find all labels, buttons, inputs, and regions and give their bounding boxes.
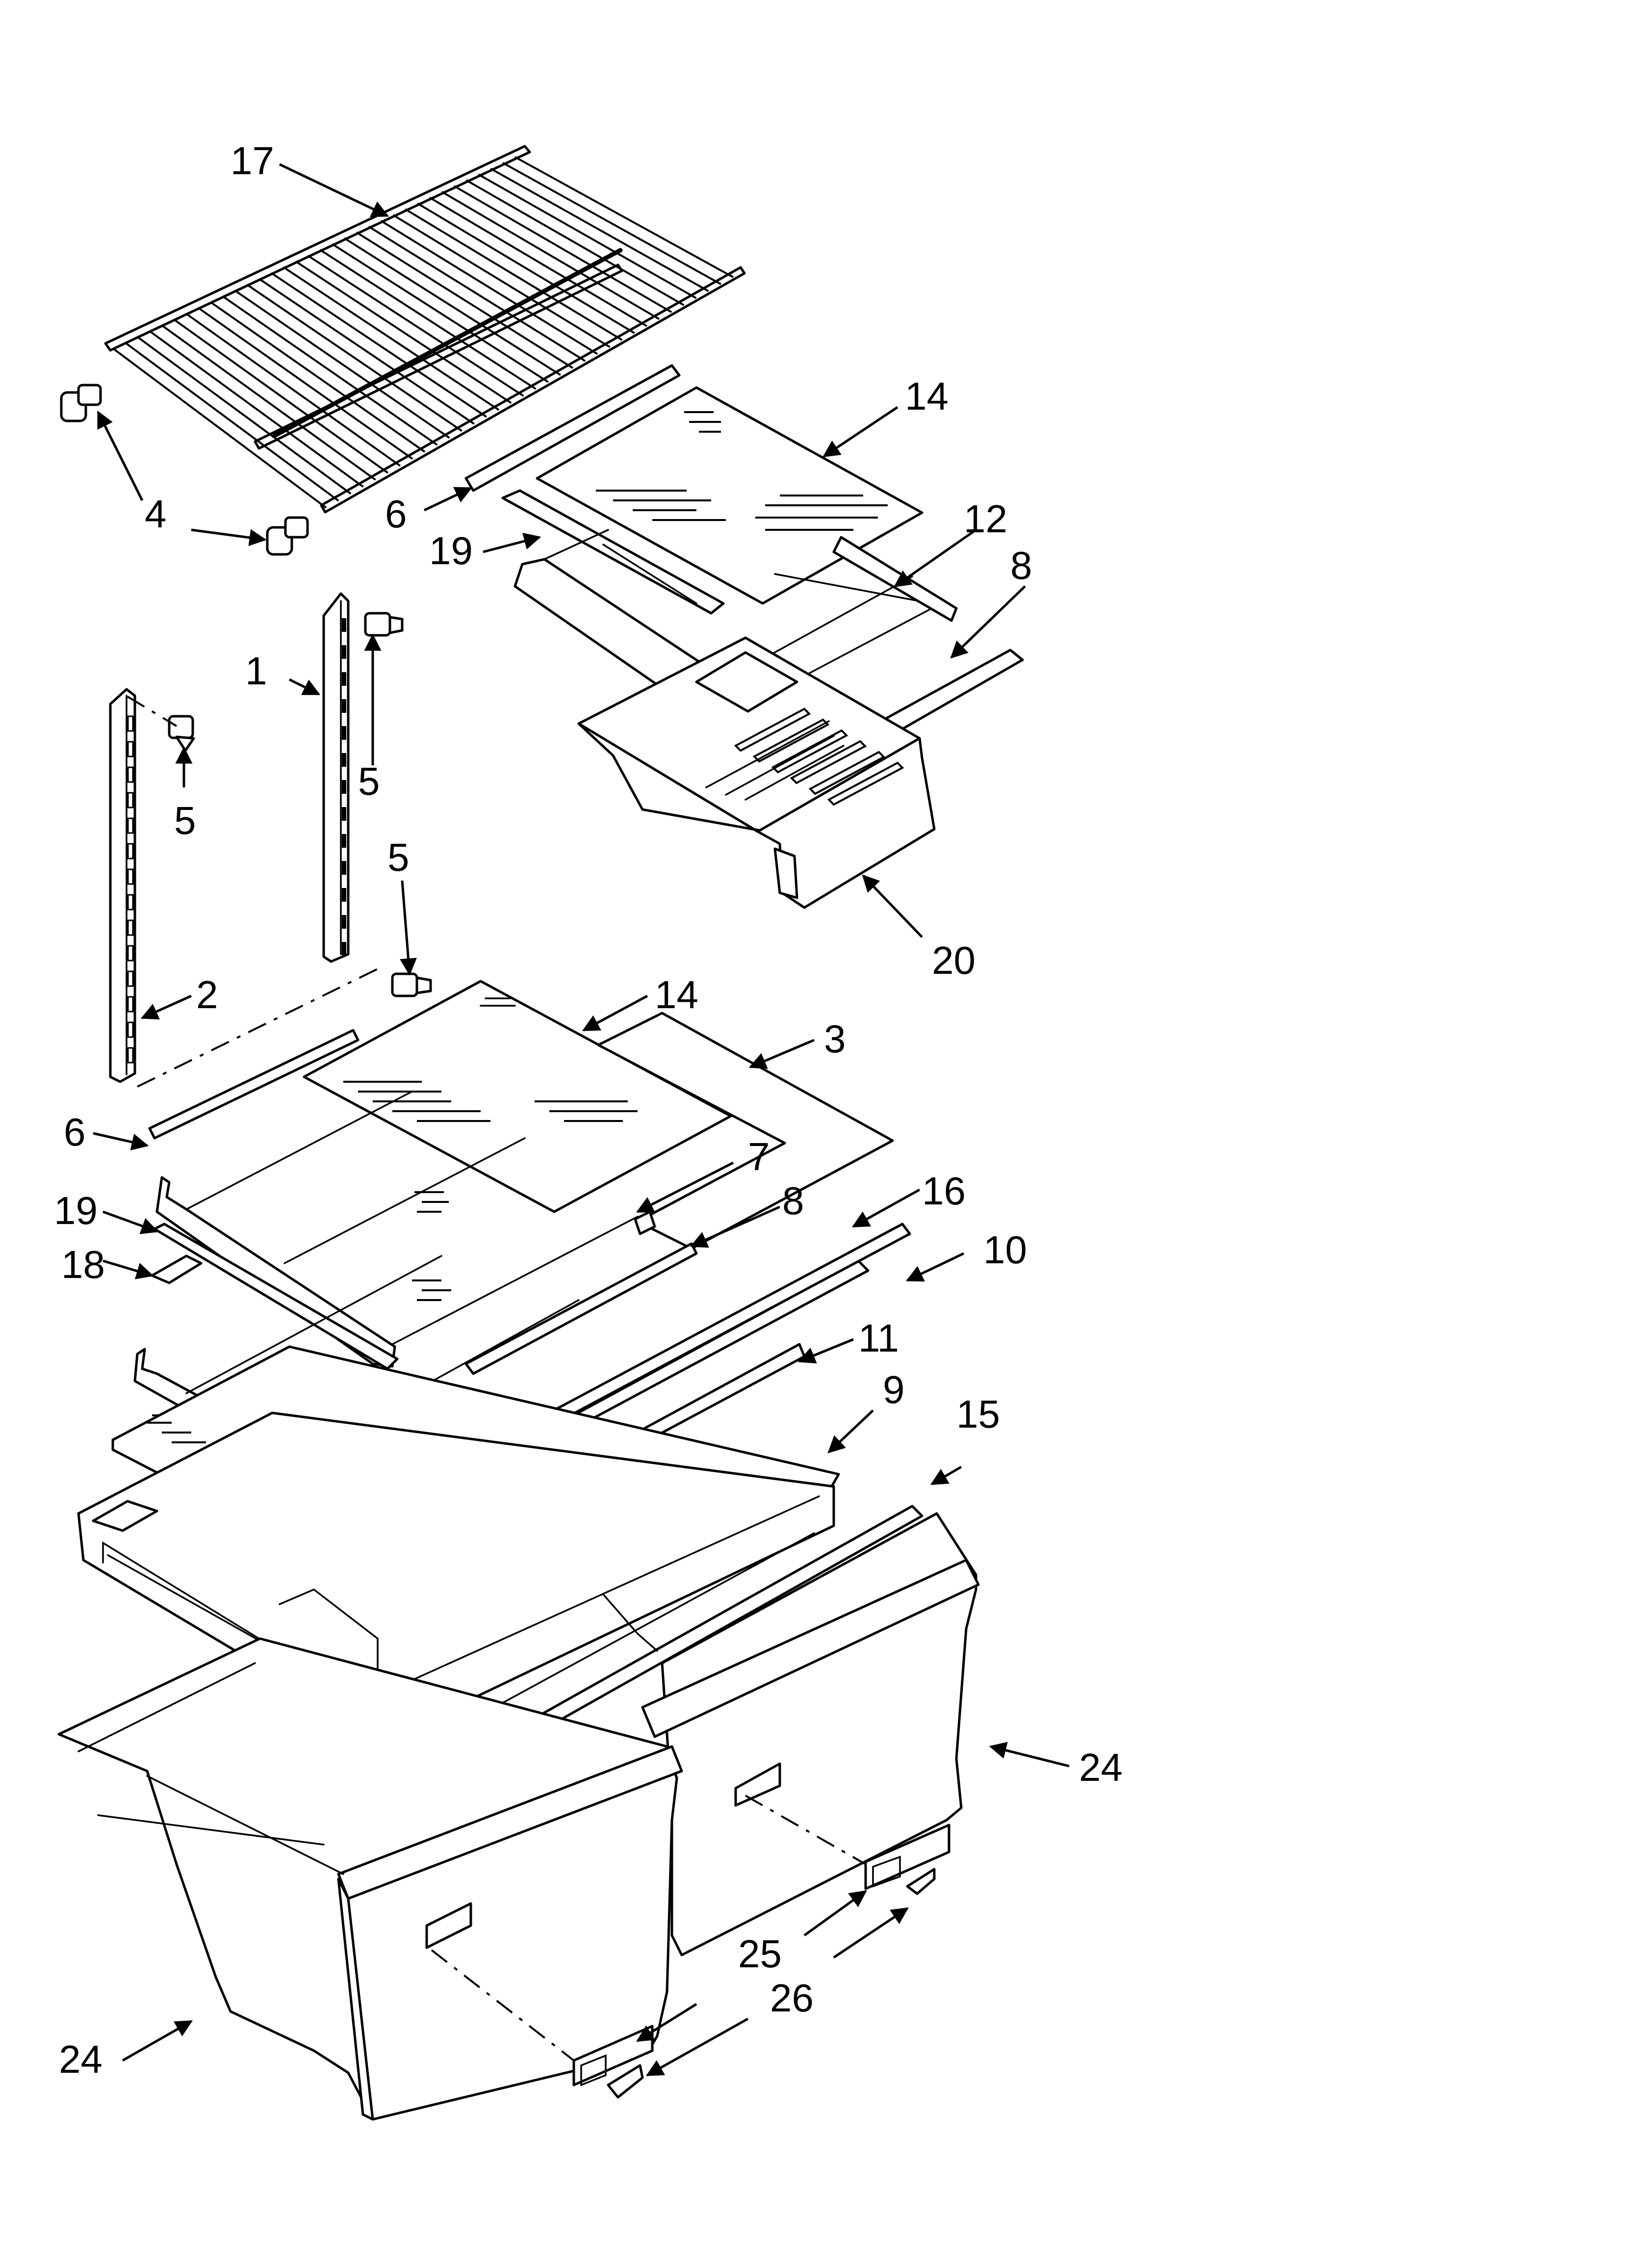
lower-shelf-frame bbox=[148, 1029, 698, 1375]
callout-10: 10 bbox=[983, 1228, 1027, 1272]
callout-7: 7 bbox=[748, 1135, 770, 1178]
callout-5-b: 5 bbox=[174, 799, 196, 842]
crisper-drawer-right bbox=[641, 1512, 980, 1956]
callout-5-c: 5 bbox=[387, 835, 410, 879]
crisper-drawer-left bbox=[57, 1637, 683, 2121]
screw-2 bbox=[168, 715, 195, 752]
callout-16: 16 bbox=[922, 1169, 966, 1213]
wire-shelf bbox=[104, 145, 746, 514]
callout-14-upper: 14 bbox=[905, 374, 949, 418]
leader-lines bbox=[93, 163, 1070, 2077]
shelf-ladder-left bbox=[109, 688, 136, 1083]
clip-left bbox=[607, 2064, 644, 2099]
callout-3: 3 bbox=[824, 1017, 846, 1061]
shelf-bumper-lower bbox=[266, 516, 309, 556]
upper-front-trim bbox=[464, 364, 681, 492]
callout-6-upper: 6 bbox=[385, 492, 407, 536]
callout-8-lower: 8 bbox=[782, 1179, 804, 1223]
callout-8-upper: 8 bbox=[1010, 544, 1032, 587]
callout-19-upper: 19 bbox=[429, 529, 473, 573]
slide-left bbox=[572, 2025, 654, 2086]
callout-2: 2 bbox=[196, 973, 218, 1017]
alignment-lines bbox=[127, 696, 866, 2061]
callout-11: 11 bbox=[858, 1316, 899, 1360]
clip-right bbox=[906, 1868, 936, 1895]
callout-15: 15 bbox=[956, 1392, 1000, 1436]
callout-26: 26 bbox=[770, 1976, 814, 2020]
callout-24-right: 24 bbox=[1079, 1746, 1123, 1789]
callout-14-lower: 14 bbox=[655, 973, 698, 1017]
callout-labels: 17 14 6 4 19 12 8 1 5 5 5 20 2 14 3 6 7 … bbox=[54, 139, 1123, 2081]
callout-9: 9 bbox=[883, 1368, 905, 1411]
callout-19-lower: 19 bbox=[54, 1189, 98, 1232]
callout-5-a: 5 bbox=[358, 759, 380, 803]
callout-25: 25 bbox=[738, 1932, 782, 1976]
callout-24-left: 24 bbox=[59, 2037, 103, 2081]
callout-1: 1 bbox=[245, 649, 267, 693]
callout-12: 12 bbox=[964, 497, 1007, 541]
callout-4: 4 bbox=[145, 492, 167, 536]
shelf-bumper-upper bbox=[60, 384, 102, 422]
screw-3 bbox=[391, 972, 432, 997]
slide-right bbox=[864, 1824, 950, 1890]
screw-1 bbox=[364, 612, 404, 637]
callout-18: 18 bbox=[61, 1243, 105, 1286]
upper-glass-shelf bbox=[536, 386, 924, 605]
shelf-ladder-right bbox=[322, 592, 350, 963]
callout-17: 17 bbox=[231, 139, 274, 182]
meat-drawer bbox=[577, 636, 936, 909]
callout-20: 20 bbox=[932, 938, 975, 982]
callout-6-lower: 6 bbox=[64, 1110, 86, 1154]
